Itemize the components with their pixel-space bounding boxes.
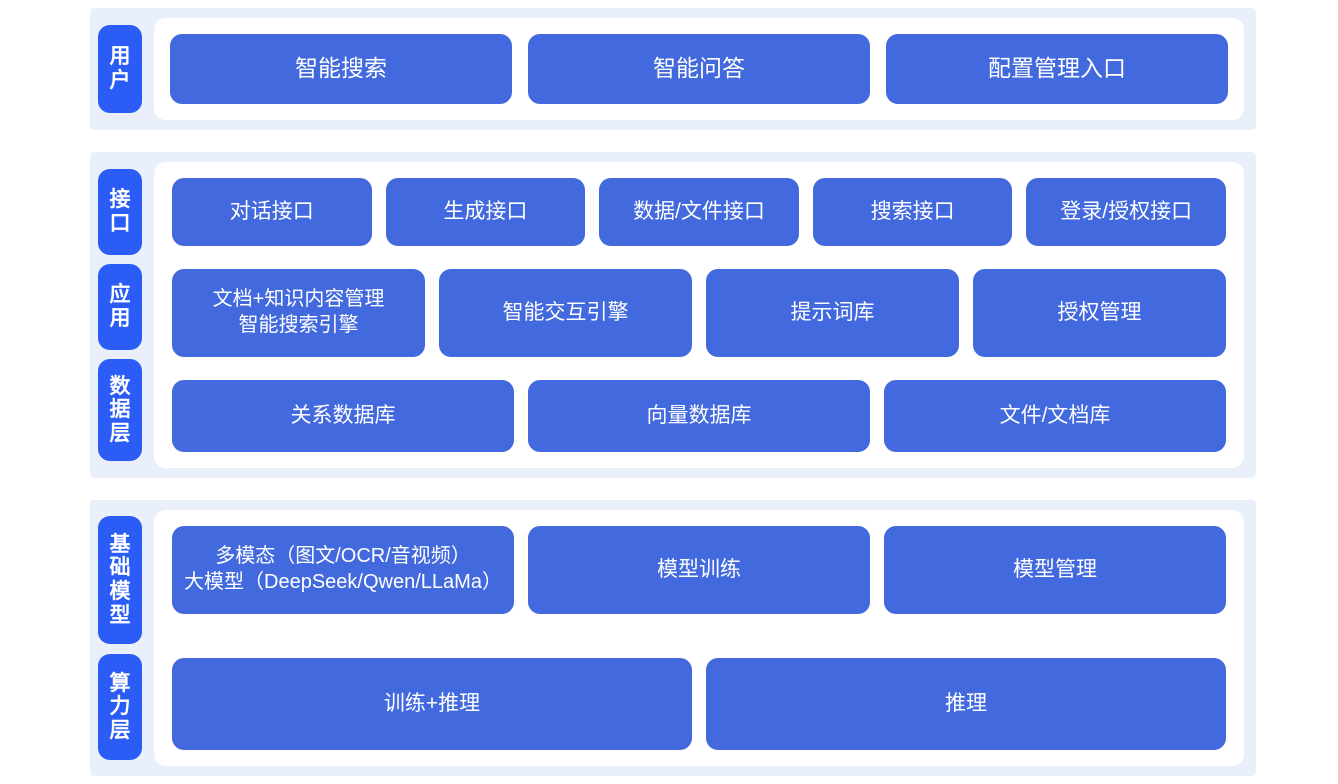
- layer-tab-user[interactable]: 用户: [98, 25, 142, 113]
- box-doc-knowledge-management[interactable]: 文档+知识内容管理 智能搜索引擎: [172, 269, 425, 357]
- layer-tab-interface-label: 接口: [109, 188, 131, 235]
- box-dialog-interface[interactable]: 对话接口: [172, 178, 372, 246]
- box-prompt-library[interactable]: 提示词库: [706, 269, 959, 357]
- panel-middle: 对话接口 生成接口 数据/文件接口 搜索接口 登录/授权接口 文档+知识内容管理…: [154, 162, 1244, 468]
- box-model-training[interactable]: 模型训练: [528, 526, 870, 614]
- panel-base: 多模态（图文/OCR/音视频） 大模型（DeepSeek/Qwen/LLaMa）…: [154, 510, 1244, 766]
- row-data-stores: 关系数据库 向量数据库 文件/文档库: [172, 380, 1226, 452]
- row-models: 多模态（图文/OCR/音视频） 大模型（DeepSeek/Qwen/LLaMa）…: [172, 526, 1226, 614]
- row-applications: 文档+知识内容管理 智能搜索引擎 智能交互引擎 提示词库 授权管理: [172, 269, 1226, 357]
- box-smart-search[interactable]: 智能搜索: [170, 34, 512, 104]
- row-compute: 训练+推理 推理: [172, 658, 1226, 750]
- section-base: 基础模型 算力层 多模态（图文/OCR/音视频） 大模型（DeepSeek/Qw…: [90, 500, 1256, 776]
- layer-tab-data-label: 数据层: [109, 374, 131, 445]
- box-config-management-entry[interactable]: 配置管理入口: [886, 34, 1228, 104]
- section-middle: 接口 应用 数据层 对话接口 生成接口 数据/文件接口 搜索接口 登录/授权接口…: [90, 152, 1256, 478]
- box-smart-interaction-engine[interactable]: 智能交互引擎: [439, 269, 692, 357]
- box-relational-database[interactable]: 关系数据库: [172, 380, 514, 452]
- panel-user: 智能搜索 智能问答 配置管理入口: [154, 18, 1244, 120]
- box-vector-database[interactable]: 向量数据库: [528, 380, 870, 452]
- box-training-inference[interactable]: 训练+推理: [172, 658, 692, 750]
- box-authorization-management[interactable]: 授权管理: [973, 269, 1226, 357]
- row-api-interfaces: 对话接口 生成接口 数据/文件接口 搜索接口 登录/授权接口: [172, 178, 1226, 246]
- box-inference[interactable]: 推理: [706, 658, 1226, 750]
- layer-tab-interface[interactable]: 接口: [98, 169, 142, 255]
- layer-tab-user-label: 用户: [109, 45, 131, 92]
- box-search-interface[interactable]: 搜索接口: [812, 178, 1013, 246]
- layer-tab-data[interactable]: 数据层: [98, 359, 142, 461]
- box-login-auth-interface[interactable]: 登录/授权接口: [1026, 178, 1226, 246]
- box-multimodal-llm[interactable]: 多模态（图文/OCR/音视频） 大模型（DeepSeek/Qwen/LLaMa）: [172, 526, 514, 614]
- box-model-management[interactable]: 模型管理: [884, 526, 1226, 614]
- tabstrip-middle: 接口 应用 数据层: [90, 152, 150, 478]
- box-file-document-store[interactable]: 文件/文档库: [884, 380, 1226, 452]
- layer-tab-application-label: 应用: [109, 283, 131, 330]
- tabstrip-base: 基础模型 算力层: [90, 500, 150, 776]
- row-user-entries: 智能搜索 智能问答 配置管理入口: [170, 34, 1228, 104]
- layer-tab-foundation-model-label: 基础模型: [109, 532, 131, 627]
- tabstrip-user: 用户: [90, 8, 150, 130]
- box-generation-interface[interactable]: 生成接口: [385, 178, 586, 246]
- layer-tab-application[interactable]: 应用: [98, 264, 142, 350]
- layer-tab-compute-label: 算力层: [109, 671, 131, 742]
- layer-tab-compute[interactable]: 算力层: [98, 654, 142, 760]
- box-data-file-interface[interactable]: 数据/文件接口: [599, 178, 799, 246]
- layer-tab-foundation-model[interactable]: 基础模型: [98, 516, 142, 644]
- box-smart-qa[interactable]: 智能问答: [528, 34, 870, 104]
- section-user: 用户 智能搜索 智能问答 配置管理入口: [90, 8, 1256, 130]
